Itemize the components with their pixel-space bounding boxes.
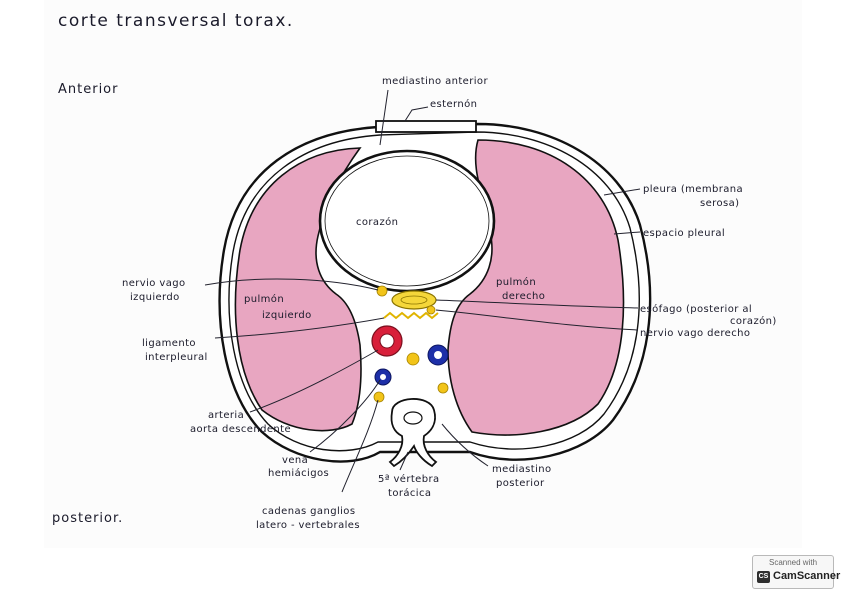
label-mediastino-posterior-2: posterior: [496, 478, 545, 489]
label-vena-1: vena: [282, 455, 308, 466]
camscanner-logo-icon: CS: [757, 571, 770, 583]
leader-vertebra: [399, 451, 409, 471]
heart-inner-outline: [324, 155, 490, 287]
leader-vena: [309, 379, 381, 453]
leader-nervio-vago-der: [435, 309, 639, 331]
leader-mediastino-anterior: [379, 89, 389, 146]
vertebral-foramen: [403, 411, 423, 425]
thoracic-vertebra: [388, 398, 438, 468]
leader-cadenas: [341, 399, 379, 493]
right-lung-label-2: derecho: [502, 291, 545, 302]
label-arteria-2: aorta descendente: [190, 424, 291, 435]
leader-esternon: [404, 106, 429, 122]
leader-ligamento: [214, 317, 385, 339]
label-pleura-1: pleura (membrana: [643, 184, 743, 195]
leader-nervio-vago-izq: [204, 278, 379, 291]
label-vertebra-2: torácica: [388, 487, 431, 499]
leader-esofago: [435, 299, 639, 309]
label-espacio-pleural: espacio pleural: [643, 228, 725, 239]
right-vagus-nerve: [426, 305, 436, 315]
left-vagus-nerve: [376, 285, 388, 297]
leader-pleura: [603, 188, 641, 196]
label-esofago-1: esófago (posterior al: [640, 303, 752, 315]
label-cadenas-2: latero - vertebrales: [256, 520, 360, 531]
right-vein-lumen: [434, 351, 442, 359]
descending-aorta-lumen: [379, 333, 395, 349]
label-cadenas-1: cadenas ganglios: [262, 506, 355, 517]
posterior-label: posterior.: [52, 511, 123, 526]
leader-mediastino-posterior: [441, 423, 489, 467]
anterior-label: Anterior: [58, 82, 118, 97]
left-lung-label-1: pulmón: [244, 293, 284, 305]
label-nervio-vago-der: nervio vago derecho: [640, 328, 750, 339]
leader-espacio-pleural: [613, 231, 641, 235]
central-ganglion: [406, 352, 420, 366]
left-lung-label-2: izquierdo: [262, 310, 312, 321]
label-esternon: esternón: [430, 98, 477, 110]
left-paravertebral-ganglion: [373, 391, 385, 403]
esophagus-lumen: [400, 295, 428, 305]
label-arteria-1: arteria: [208, 410, 244, 421]
label-mediastino-anterior: mediastino anterior: [382, 76, 488, 87]
label-ligamento-2: interpleural: [145, 352, 208, 363]
hemiazygos-vein-lumen: [380, 374, 386, 380]
heart: [318, 149, 496, 293]
label-mediastino-posterior-1: mediastino: [492, 464, 552, 475]
heart-label: corazón: [356, 216, 398, 228]
camscanner-badge: Scanned with CS CamScanner: [752, 555, 840, 589]
label-vertebra-1: 5ª vértebra: [378, 473, 440, 485]
right-lung-label-1: pulmón: [496, 276, 536, 288]
leader-aorta: [249, 349, 379, 413]
sternum: [375, 120, 477, 133]
label-vena-2: hemiácigos: [268, 467, 329, 479]
label-ligamento-1: ligamento: [142, 338, 196, 349]
right-paravertebral-ganglion: [437, 382, 449, 394]
label-esofago-2: corazón): [730, 315, 777, 327]
label-nervio-vago-izq-2: izquierdo: [130, 292, 180, 303]
label-pleura-2: serosa): [700, 198, 739, 209]
label-nervio-vago-izq-1: nervio vago: [122, 278, 186, 289]
interpleural-ligament: [383, 311, 439, 320]
diagram-title: corte transversal torax.: [58, 11, 294, 31]
left-lung: [234, 147, 362, 432]
scanner-caption: Scanned with: [768, 558, 818, 567]
scanner-brand: CamScanner: [773, 570, 841, 582]
